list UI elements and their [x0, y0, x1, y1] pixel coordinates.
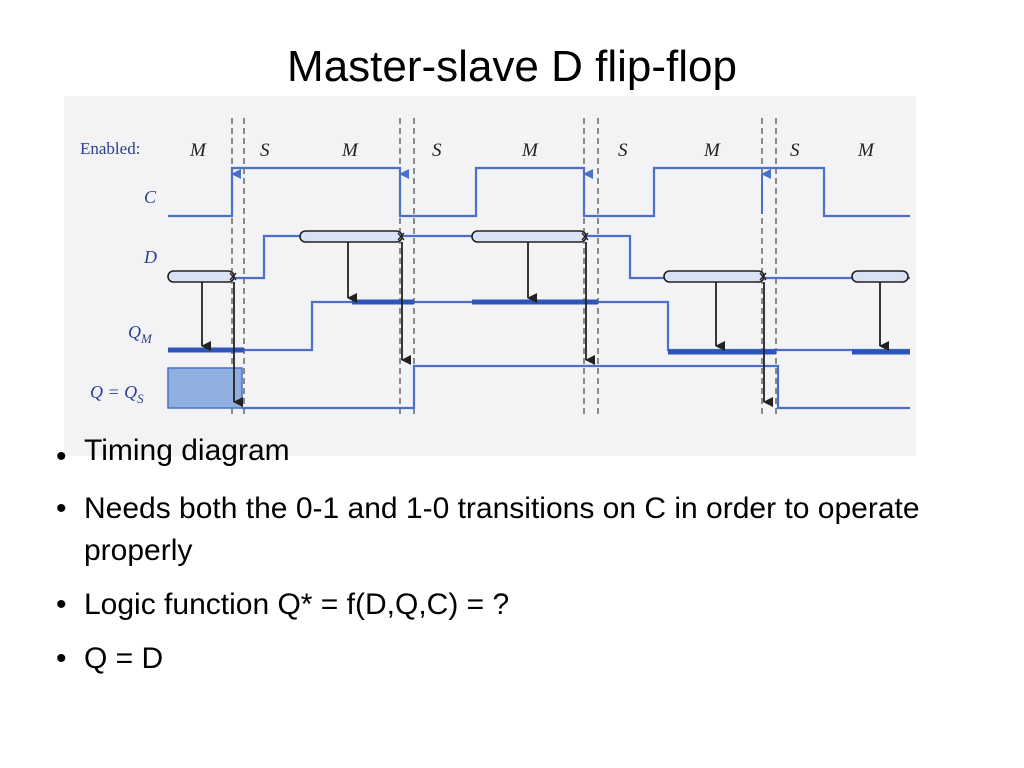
- waveform-qs: [242, 364, 910, 410]
- phase-label: S: [260, 140, 270, 161]
- d-sample-capsule: [663, 270, 765, 283]
- d-sample-capsule: [851, 270, 909, 283]
- signal-label-c: C: [144, 187, 157, 207]
- bullet-item: Needs both the 0-1 and 1-0 transitions o…: [56, 488, 956, 572]
- d-sample-capsule: [299, 230, 403, 243]
- phase-separators: [231, 118, 777, 414]
- sampling-arrows: [201, 242, 889, 351]
- bullet-item: Logic function Q* = f(D,Q,C) = ?: [56, 584, 956, 626]
- phase-label: M: [189, 140, 207, 161]
- capture-x-mark: [581, 232, 589, 241]
- signal-label-d: D: [143, 247, 157, 267]
- bullet-item: Timing diagram: [56, 434, 956, 478]
- phase-label: M: [521, 140, 539, 161]
- d-sample-capsule: [471, 230, 587, 243]
- timing-diagram: Enabled: M S M S M S M S M C D QM Q = QS: [64, 96, 916, 456]
- signal-label-qs: Q = QS: [90, 382, 144, 406]
- phase-label: S: [432, 140, 442, 161]
- phase-label: S: [790, 140, 800, 161]
- phase-label: S: [618, 140, 628, 161]
- capture-x-mark: [229, 272, 237, 281]
- phase-label: M: [341, 140, 359, 161]
- capture-x-mark: [759, 272, 767, 281]
- waveform-c: [168, 166, 910, 218]
- timing-diagram-svg: Enabled: M S M S M S M S M C D QM Q = QS: [80, 118, 910, 414]
- d-sample-capsule: [167, 270, 235, 283]
- qs-initial-unknown: [167, 367, 243, 409]
- enabled-label: Enabled:: [80, 139, 140, 158]
- waveform-qm: [168, 300, 910, 352]
- bullet-list: Timing diagram Needs both the 0-1 and 1-…: [56, 434, 956, 692]
- bullet-item: Q = D: [56, 638, 956, 680]
- slide-title: Master-slave D flip-flop: [287, 42, 737, 91]
- capture-x-mark: [397, 232, 405, 241]
- phase-label: M: [703, 140, 721, 161]
- phase-label: M: [857, 140, 875, 161]
- capture-marks: [229, 232, 767, 281]
- signal-label-qm: QM: [128, 322, 153, 346]
- transfer-arrows: [233, 242, 773, 407]
